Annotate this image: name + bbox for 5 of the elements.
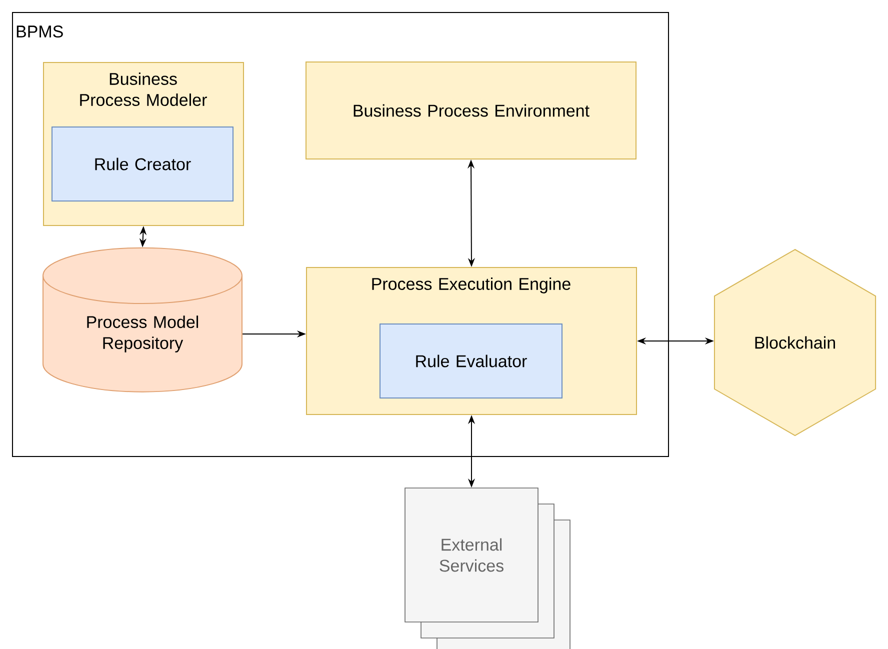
component-box: Rule Evaluator	[380, 324, 562, 398]
component-box: Business Process Environment	[306, 62, 636, 160]
component-box: Rule Creator	[52, 126, 234, 202]
document-stack: External Services	[404, 488, 570, 649]
database-cylinder: Process Model Repository	[42, 247, 242, 392]
